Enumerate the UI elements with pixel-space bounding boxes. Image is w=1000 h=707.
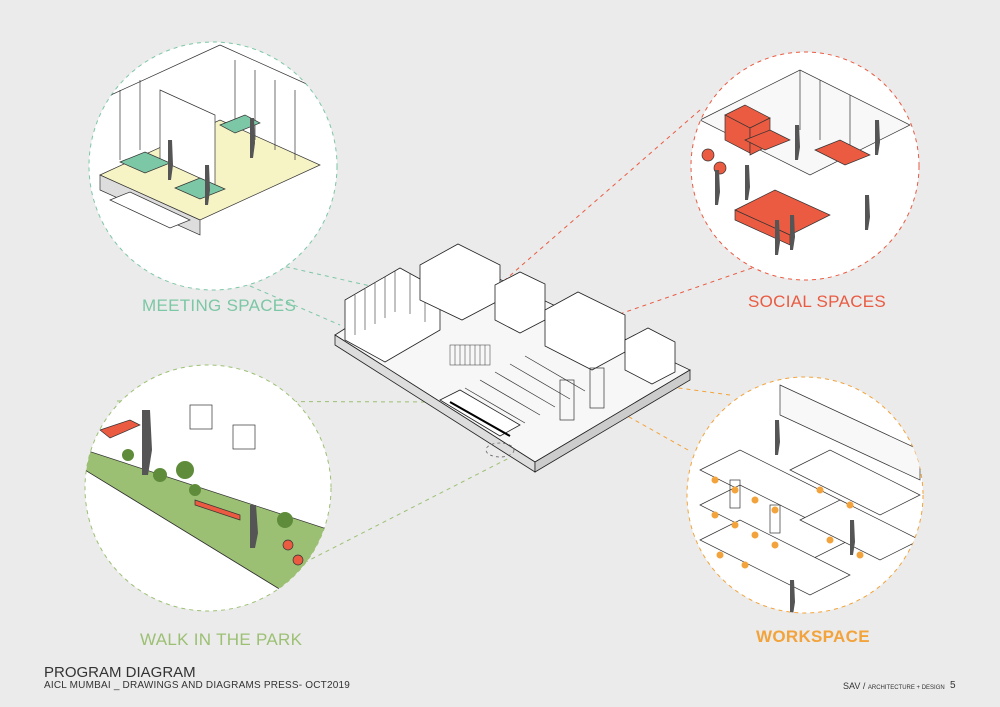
workspace-vignette bbox=[686, 376, 924, 614]
workspace-label: WORKSPACE bbox=[756, 627, 870, 646]
meeting-spaces-label: MEETING SPACES bbox=[142, 296, 297, 315]
walk-in-the-park-label: WALK IN THE PARK bbox=[140, 630, 303, 649]
central-floor-plan bbox=[334, 243, 691, 473]
connector-lines bbox=[116, 109, 753, 571]
brand-name: SAV / bbox=[843, 681, 866, 691]
footer-brand: SAV / ARCHITECTURE + DESIGN bbox=[843, 681, 945, 691]
page-title: PROGRAM DIAGRAM bbox=[44, 664, 196, 681]
walk-in-the-park-vignette bbox=[84, 364, 332, 612]
workspace-connector bbox=[589, 394, 689, 451]
workspace-connector bbox=[619, 379, 731, 396]
meeting-connector bbox=[249, 285, 341, 326]
page-number: 5 bbox=[950, 680, 956, 691]
brand-tagline: ARCHITECTURE + DESIGN bbox=[867, 685, 945, 691]
meeting-connector bbox=[277, 264, 389, 291]
meeting-spaces-vignette bbox=[88, 41, 338, 291]
page-subtitle: AICL MUMBAI _ DRAWINGS AND DIAGRAMS PRES… bbox=[44, 680, 350, 691]
walk-connector bbox=[289, 454, 516, 571]
social-spaces-vignette bbox=[690, 51, 920, 281]
social-spaces-label: SOCIAL SPACES bbox=[748, 292, 887, 311]
social-connector bbox=[481, 109, 701, 301]
